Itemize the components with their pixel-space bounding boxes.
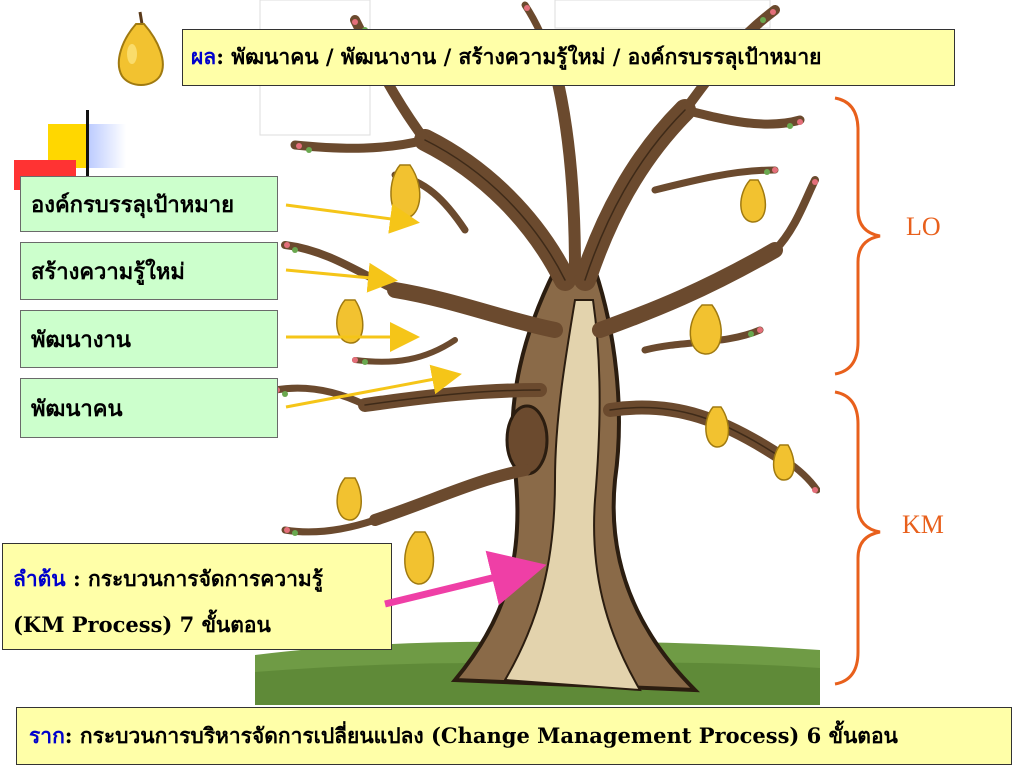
corner-vertical-line [86, 110, 89, 178]
corner-blue-fade [86, 124, 126, 168]
trunk-text: : กระบวนการจัดการความรู้ [65, 566, 324, 591]
trunk-line-1: ลำต้น : กระบวนการจัดการความรู้ [13, 556, 391, 602]
root-text: : กระบวนการบริหารจัดการเปลี่ยนแปลง (Chan… [64, 722, 898, 748]
trunk-label-box: ลำต้น : กระบวนการจัดการความรู้ (KM Proce… [2, 543, 392, 650]
branch-box-new-knowledge: สร้างความรู้ใหม่ [20, 242, 278, 300]
root-label: ราก [29, 722, 65, 748]
fruit-text: : พัฒนาคน / พัฒนางาน / สร้างความรู้ใหม่ … [216, 44, 822, 69]
fruit-label: ผล [191, 44, 217, 69]
branch-label-new-knowledge: สร้างความรู้ใหม่ [31, 258, 185, 285]
root-label-box: ราก : กระบวนการบริหารจัดการเปลี่ยนแปลง (… [16, 707, 1012, 765]
corner-decoration [0, 110, 130, 190]
brace-label-km: KM [902, 510, 944, 539]
branch-box-develop-people: พัฒนาคน [20, 378, 278, 438]
brace-km [834, 390, 881, 686]
brace-label-lo: LO [906, 212, 941, 241]
pear-fruits [336, 164, 795, 585]
branch-label-develop-work: พัฒนางาน [31, 326, 131, 353]
branch-label-develop-people: พัฒนาคน [31, 395, 123, 422]
branch-box-goal: องค์กรบรรลุเป้าหมาย [20, 176, 278, 232]
pear-icon [112, 10, 168, 86]
brace-lo [834, 96, 881, 376]
trunk-label: ลำต้น [13, 566, 66, 591]
fruit-label-box: ผล : พัฒนาคน / พัฒนางาน / สร้างความรู้ให… [182, 29, 955, 86]
branch-box-develop-work: พัฒนางาน [20, 310, 278, 368]
branch-label-goal: องค์กรบรรลุเป้าหมาย [31, 191, 234, 218]
trunk-line-2: (KM Process) 7 ขั้นตอน [13, 612, 271, 637]
